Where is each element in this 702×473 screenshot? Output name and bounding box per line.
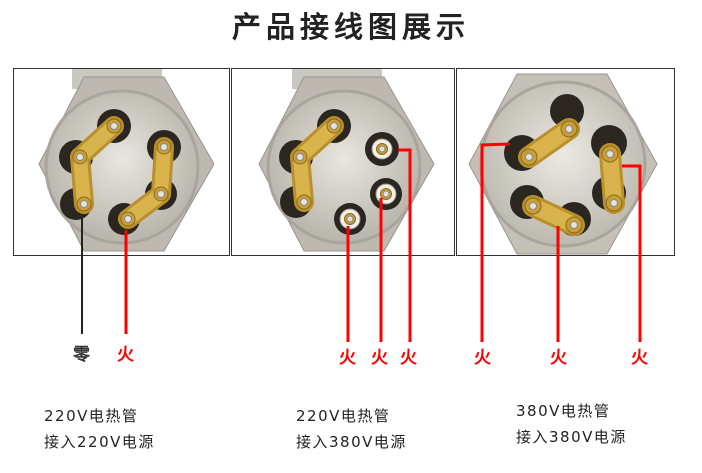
live-label: 火 xyxy=(474,348,491,368)
live-label: 火 xyxy=(117,345,134,365)
live-label: 火 xyxy=(631,348,648,368)
wiring-photo-220v-380v xyxy=(231,68,455,256)
live-label: 火 xyxy=(371,348,388,368)
panel-3-description: 380V电热管 接入380V电源 xyxy=(516,398,627,450)
heater-end-image xyxy=(258,69,435,252)
panel-2-description: 220V电热管 接入380V电源 xyxy=(296,403,407,455)
page-title: 产品接线图展示 xyxy=(231,10,470,44)
live-label: 火 xyxy=(400,348,417,368)
panel-1-description: 220V电热管 接入220V电源 xyxy=(44,403,155,455)
supply-voltage: 接入380V电源 xyxy=(296,433,407,451)
supply-voltage: 接入220V电源 xyxy=(44,433,155,451)
wiring-photo-380v-380v xyxy=(456,68,675,256)
neutral-label: 零 xyxy=(73,345,90,365)
heater-voltage: 380V电热管 xyxy=(516,402,611,420)
heater-voltage: 220V电热管 xyxy=(44,407,139,425)
heater-end-image xyxy=(38,69,215,252)
heater-voltage: 220V电热管 xyxy=(296,407,391,425)
wiring-photo-220v-220v xyxy=(13,68,230,256)
heater-end-image xyxy=(468,73,658,255)
supply-voltage: 接入380V电源 xyxy=(516,428,627,446)
live-label: 火 xyxy=(339,348,356,368)
live-label: 火 xyxy=(550,348,567,368)
